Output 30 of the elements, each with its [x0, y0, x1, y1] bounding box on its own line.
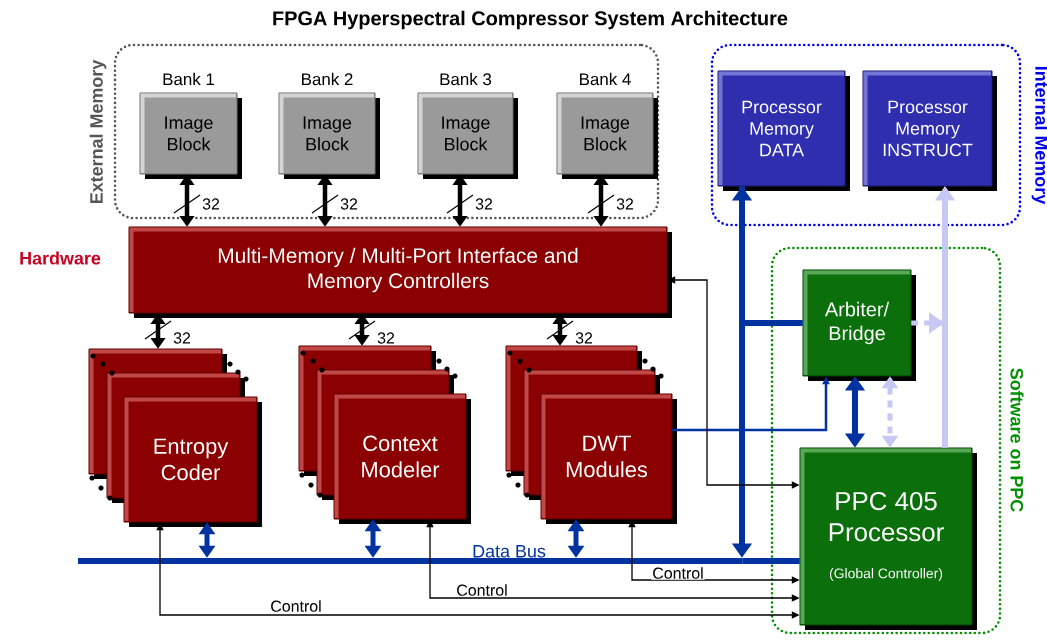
title: FPGA Hyperspectral Compressor System Architecture — [273, 10, 788, 30]
bank-label: Bank 3 — [440, 72, 492, 86]
data-bus: Data Bus — [78, 545, 742, 564]
connector-line — [739, 186, 803, 326]
group-label: Software on PPC — [1010, 368, 1024, 512]
edge-label: 32 — [172, 331, 192, 345]
edge-label: 32 — [201, 197, 221, 211]
interface-block: Multi-Memory / Multi-Port Interface and Memory Controllers — [128, 226, 672, 318]
node-label: Data Bus — [473, 545, 546, 558]
edge-label: 32 — [615, 197, 635, 211]
group-label: External Memory — [89, 59, 107, 204]
processor-block: PPC 405 Processor (Global Controller) — [799, 447, 977, 630]
edge-label: 32 — [574, 331, 594, 345]
connector-line — [742, 558, 800, 564]
edge-label: 32 — [339, 197, 359, 211]
edge-label: 32 — [376, 331, 396, 345]
bank-label: Bank 4 — [580, 72, 631, 86]
bank-label: Bank 1 — [163, 72, 215, 86]
edge-label: 32 — [474, 197, 494, 211]
bank-label: Bank 2 — [302, 72, 353, 86]
module-stack: Entropy Coder — [88, 348, 262, 527]
edge-label: Control — [269, 599, 323, 613]
module-stack: DWT Modules — [505, 345, 677, 524]
edge-label: Control — [455, 583, 509, 597]
memory-block: Processor Memory DATA — [717, 70, 850, 191]
section-label: Hardware — [20, 251, 101, 265]
edge-label: Control — [651, 566, 705, 580]
processor-block: Arbiter/ Bridge — [802, 269, 916, 381]
memory-block: Processor Memory INSTRUCT — [862, 70, 997, 191]
module-stack: Context Modeler — [298, 345, 471, 524]
